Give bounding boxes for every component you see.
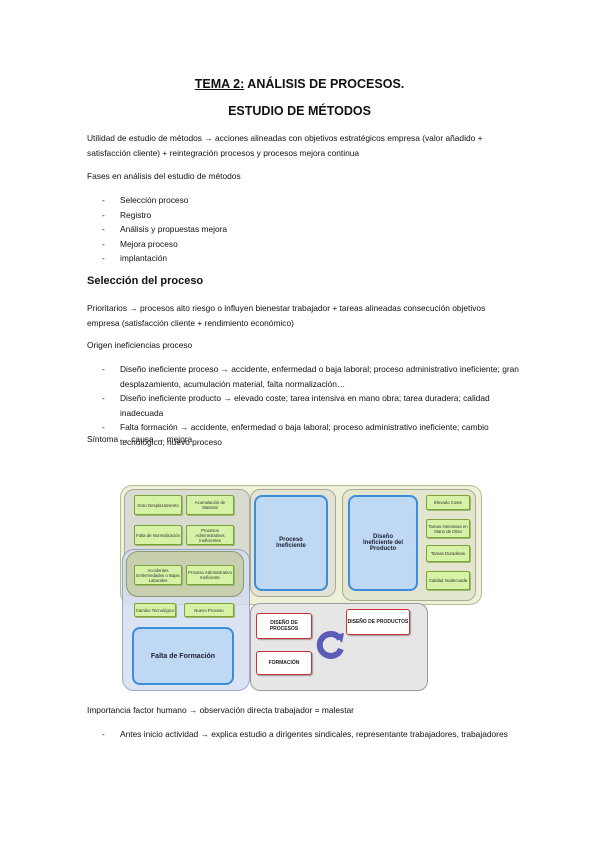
sintoma-line: Síntoma → causa → mejora — [87, 434, 193, 444]
cycle-arrow-icon — [316, 630, 344, 659]
proceso-ineficiente-box: Proceso Ineficiente — [254, 495, 328, 591]
origen-label: Origen ineficiencias proceso — [87, 340, 193, 350]
symptom-box: Acumulación de Material — [186, 495, 234, 515]
list-item: implantación — [102, 251, 520, 266]
humano-paragraph: Importancia factor humano → observación … — [87, 705, 354, 715]
symptom-box: Cambio Tecnológico — [134, 603, 176, 617]
list-item: Mejora proceso — [102, 237, 520, 252]
symptom-box: Gran Desplazamiento — [134, 495, 182, 515]
section-heading-seleccion: Selección del proceso — [87, 275, 204, 287]
list-item: Diseño ineficiente producto → elevado co… — [102, 391, 520, 420]
list-item: Antes inicio actividad → explica estudio… — [102, 727, 520, 742]
symptom-box: Calidad Inadecuada — [426, 571, 470, 590]
producto-ineficiente-box: Diseño Ineficiente del Producto — [348, 495, 418, 591]
list-item: Diseño ineficiente proceso → accidente, … — [102, 362, 520, 391]
symptom-box: Procesos Administrativos Ineficientes — [186, 525, 234, 545]
symptom-box: Falta de Normalización — [134, 525, 182, 545]
symptom-box: Tareas Duraderas — [426, 545, 470, 562]
formacion-label: Falta de Formación — [150, 652, 216, 660]
mejora-formacion: FORMACIÓN — [256, 651, 312, 675]
fases-label: Fases en análisis del estudio de métodos — [87, 171, 241, 181]
list-item: Análisis y propuestas mejora — [102, 222, 520, 237]
falta-formacion-box: Falta de Formación — [132, 627, 234, 685]
mejora-diseno-productos: DISEÑO DE PRODUCTOS — [346, 609, 410, 635]
sintoma-causa-mejora-diagram: Gran Desplazamiento Acumulación de Mater… — [120, 483, 482, 691]
symptom-box: Nuevo Proceso — [184, 603, 234, 617]
title-prefix: TEMA 2: — [194, 77, 245, 91]
utilidad-paragraph: Utilidad de estudio de métodos → accione… — [87, 133, 483, 158]
page-subtitle: ESTUDIO DE MÉTODOS — [228, 104, 371, 118]
title-rest: ANÁLISIS DE PROCESOS. — [244, 77, 405, 91]
humano-list: Antes inicio actividad → explica estudio… — [102, 727, 520, 742]
page-title: TEMA 2: ANÁLISIS DE PROCESOS. — [0, 77, 599, 91]
origen-list: Diseño ineficiente proceso → accidente, … — [102, 362, 520, 449]
list-item: Registro — [102, 208, 520, 223]
list-item: Selección proceso — [102, 193, 520, 208]
symptom-box: Elevado Coste — [426, 495, 470, 510]
symptom-box: Tareas Intensivas en Mano de Obra — [426, 519, 470, 538]
prioritarios-paragraph: Prioritarios → procesos alto riesgo o in… — [87, 303, 486, 328]
symptom-box: Proceso Administrativo Ineficiente — [186, 565, 234, 585]
fases-list: Selección proceso Registro Análisis y pr… — [102, 193, 520, 266]
symptom-box: Accidentes Enfermedades o Bajas Laborale… — [134, 565, 182, 585]
producto-label: Diseño Ineficiente del Producto — [362, 534, 403, 552]
list-item: Falta formación → accidente, enfermedad … — [102, 420, 520, 449]
proceso-label: Proceso Ineficiente — [276, 537, 306, 549]
mejora-diseno-procesos: DISEÑO DE PROCESOS — [256, 613, 312, 639]
